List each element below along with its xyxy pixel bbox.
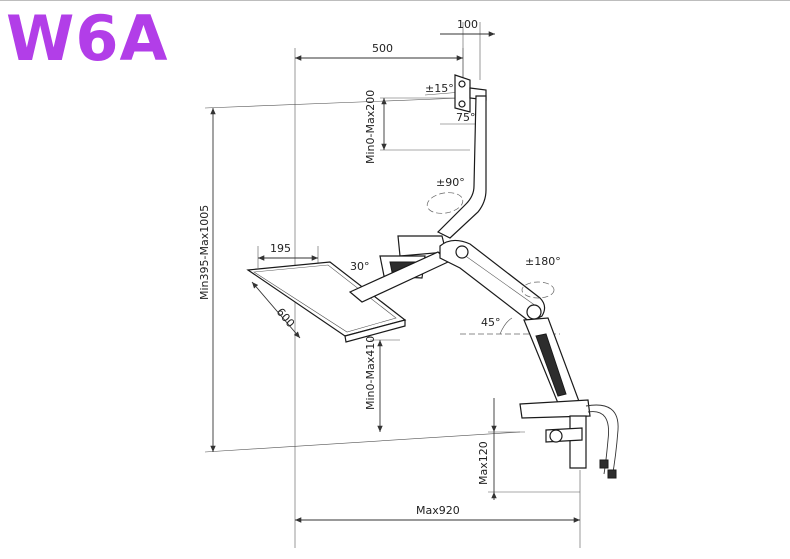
dim-swivel-label: ±90° <box>436 176 465 189</box>
dim-top-width: 100 <box>440 18 495 80</box>
dim-tray-height-label: Min0-Max410 <box>364 336 377 410</box>
lower-column <box>523 317 581 409</box>
dim-tray-width-label: 600 <box>274 306 297 330</box>
upright-pole <box>436 95 487 239</box>
dim-tray-depth-label: 195 <box>270 242 291 255</box>
desk-clamp <box>519 399 591 469</box>
dim-tray-height: Min0-Max410 <box>364 336 400 432</box>
dim-top-width-label: 100 <box>457 18 478 31</box>
model-title: W6A <box>6 2 169 75</box>
cables <box>585 404 619 479</box>
dim-tilt-down-label: 75° <box>456 111 476 124</box>
top-border-line <box>0 0 790 1</box>
dim-arm-angle-label: 45° <box>481 316 501 329</box>
keyboard-tray <box>246 261 407 343</box>
dim-tilt-top-label: ±15° <box>425 82 454 95</box>
dim-total-height: Min395-Max1005 <box>198 97 521 453</box>
dim-tray-depth: 195 <box>257 242 319 268</box>
dim-tilt-down: 75° <box>440 111 480 125</box>
dim-base-rotation-label: ±180° <box>525 255 561 268</box>
dim-monitor-height-label: Min0-Max200 <box>364 90 377 164</box>
dim-clamp-label: Max120 <box>477 441 490 485</box>
base-rotation-marker: ±180° <box>521 255 561 299</box>
dim-monitor-height: Min0-Max200 <box>364 90 470 164</box>
dim-total-height-label: Min395-Max1005 <box>198 205 211 300</box>
dim-reach-label: 500 <box>372 42 393 55</box>
swivel-marker: ±90° <box>426 176 465 214</box>
dim-tray-tilt-label: 30° <box>350 260 370 273</box>
dim-total-reach-label: Max920 <box>416 504 460 517</box>
dim-clamp: Max120 <box>477 398 580 500</box>
gas-spring-arm <box>439 239 546 323</box>
dim-total-reach: Max920 <box>295 470 581 548</box>
